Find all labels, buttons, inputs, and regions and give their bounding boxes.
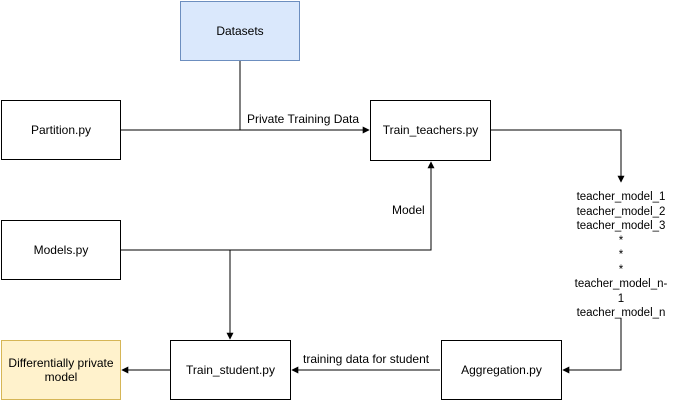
dp-model-label: Differentially private model	[8, 355, 114, 384]
teacher-model-item: teacher_model_2	[576, 205, 666, 218]
teacher-model-ellipsis: *	[618, 234, 624, 247]
aggregation-node: Aggregation.py	[441, 340, 562, 400]
teacher-model-item: teacher_model_n-	[574, 278, 668, 290]
teacher-model-item: teacher_model_n	[576, 307, 666, 319]
edge-label-private-training-data: Private Training Data	[247, 112, 360, 126]
teacher-model-ellipsis: *	[618, 263, 624, 276]
teacher-model-item: 1	[617, 292, 625, 305]
edge-models-to-train-teachers	[121, 161, 435, 251]
train-teachers-node: Train_teachers.py	[370, 100, 491, 161]
train-teachers-label: Train_teachers.py	[382, 123, 479, 138]
edge-teacher-list-to-aggregation	[562, 318, 622, 374]
dp-model-node: Differentially private model	[1, 340, 121, 400]
edge-train-teachers-to-teacher-list	[491, 129, 625, 183]
models-node: Models.py	[1, 220, 121, 280]
teacher-model-ellipsis: *	[618, 249, 624, 261]
datasets-label: Datasets	[216, 23, 264, 38]
teacher-model-item: teacher_model_1	[576, 191, 666, 203]
partition-label: Partition.py	[30, 122, 92, 137]
datasets-node: Datasets	[180, 1, 300, 61]
partition-node: Partition.py	[1, 100, 121, 160]
edge-label-model: Model	[392, 203, 425, 217]
train-student-node: Train_student.py	[170, 340, 291, 400]
edge-label-training-data-for-student: training data for student	[303, 352, 430, 366]
train-student-label: Train_student.py	[186, 362, 275, 377]
aggregation-label: Aggregation.py	[461, 362, 542, 377]
teacher-model-list: teacher_model_1 teacher_model_2 teacher_…	[566, 190, 676, 321]
models-label: Models.py	[33, 242, 89, 257]
teacher-model-item: teacher_model_3	[576, 220, 666, 232]
